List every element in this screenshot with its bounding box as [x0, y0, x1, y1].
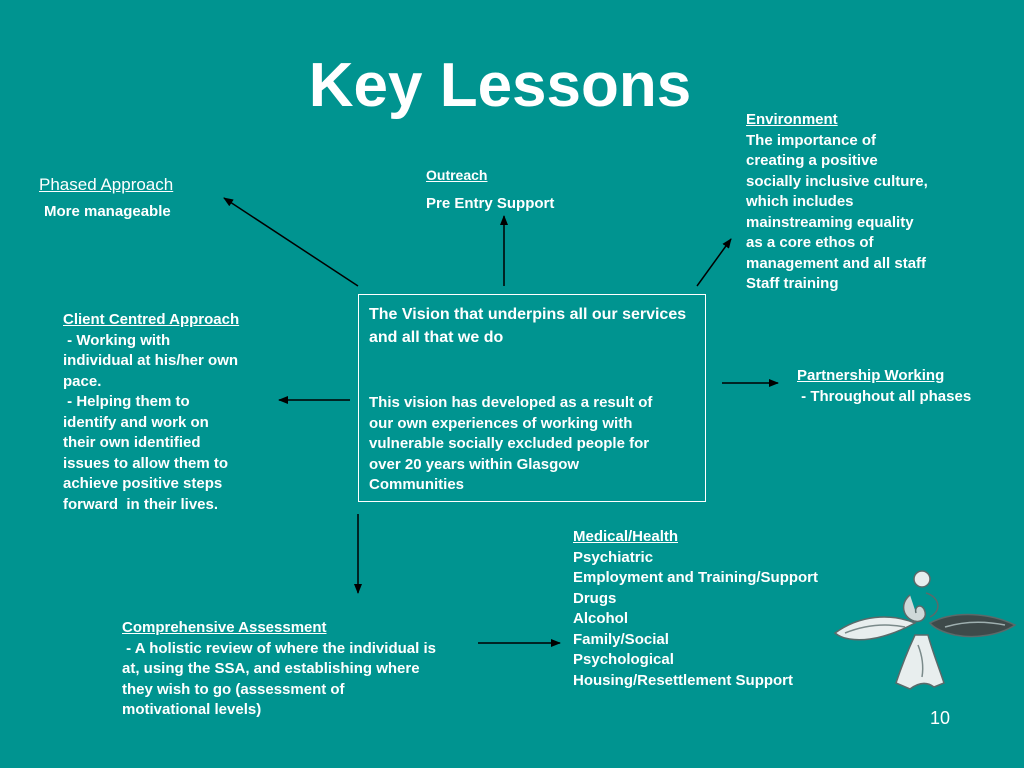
- assessment-line: they wish to go (assessment of: [122, 680, 345, 698]
- environment-block: Environment The importance of creating a…: [746, 110, 928, 295]
- client-centred-line: forward in their lives.: [63, 495, 219, 513]
- angel-figure-logo-icon: [833, 570, 1017, 690]
- client-centred-line: individual at his/her own: [63, 352, 239, 369]
- vision-body-line: our own experiences of working with: [369, 414, 633, 432]
- medical-line: Family/Social: [573, 630, 669, 648]
- client-centred-line: pace.: [63, 372, 102, 390]
- phased-approach-text: More manageable: [44, 203, 171, 220]
- assessment-line: motivational levels): [122, 701, 262, 718]
- medical-block: Medical/Health Psychiatric Employment an…: [573, 527, 818, 691]
- outreach-text: Pre Entry Support: [426, 195, 555, 212]
- client-centred-line: identify and work on: [63, 413, 209, 431]
- partnership-heading: Partnership Working: [797, 367, 945, 384]
- outreach-block: Outreach Pre Entry Support: [426, 166, 554, 215]
- vision-body-line: This vision has developed as a result of: [369, 394, 653, 411]
- page-number: 10: [930, 708, 951, 728]
- phased-approach-heading: Phased Approach: [39, 175, 174, 194]
- outreach-heading: Outreach: [426, 167, 488, 183]
- environment-line: creating a positive: [746, 152, 878, 169]
- environment-heading: Environment: [746, 111, 838, 128]
- phased-approach-block: Phased Approach More manageable: [39, 175, 173, 223]
- medical-heading: Medical/Health: [573, 528, 679, 545]
- medical-line: Housing/Resettlement Support: [573, 671, 794, 689]
- vision-body-line: vulnerable socially excluded people for: [369, 435, 650, 452]
- client-centred-heading: Client Centred Approach: [63, 311, 240, 328]
- client-centred-line: - Working with: [63, 331, 171, 349]
- assessment-line: at, using the SSA, and establishing wher…: [122, 660, 420, 677]
- environment-line: Staff training: [746, 275, 839, 292]
- assessment-block: Comprehensive Assessment - A holistic re…: [122, 618, 436, 721]
- medical-line: Psychological: [573, 651, 674, 668]
- vision-body-line: over 20 years within Glasgow: [369, 455, 580, 473]
- client-centred-line: - Helping them to: [63, 393, 190, 410]
- environment-line: mainstreaming equality: [746, 213, 914, 231]
- vision-body: This vision has developed as a result of…: [369, 393, 695, 496]
- arrow-to-phased: [223, 197, 359, 287]
- vision-body-line: Communities: [369, 476, 465, 493]
- environment-line: The importance of: [746, 131, 877, 149]
- medical-line: Drugs: [573, 589, 617, 607]
- environment-line: socially inclusive culture,: [746, 172, 928, 190]
- arrow-to-environment: [696, 238, 732, 287]
- partnership-block: Partnership Working - Throughout all pha…: [797, 366, 971, 407]
- client-centred-line: their own identified: [63, 434, 201, 451]
- vision-heading: The Vision that underpins all our servic…: [369, 306, 687, 346]
- slide-title: Key Lessons: [308, 51, 692, 120]
- environment-line: as a core ethos of: [746, 234, 874, 251]
- vision-box: The Vision that underpins all our servic…: [358, 294, 706, 502]
- medical-line: Employment and Training/Support: [573, 569, 819, 586]
- assessment-line: - A holistic review of where the individ…: [122, 639, 436, 657]
- partnership-text: - Throughout all phases: [797, 387, 972, 405]
- medical-line: Psychiatric: [573, 548, 654, 566]
- assessment-heading: Comprehensive Assessment: [122, 619, 327, 636]
- client-centred-line: achieve positive steps: [63, 475, 223, 492]
- client-centred-line: issues to allow them to: [63, 454, 229, 472]
- client-centred-block: Client Centred Approach - Working with i…: [63, 310, 239, 515]
- environment-line: management and all staff: [746, 254, 927, 272]
- medical-line: Alcohol: [573, 610, 628, 627]
- environment-line: which includes: [746, 193, 854, 210]
